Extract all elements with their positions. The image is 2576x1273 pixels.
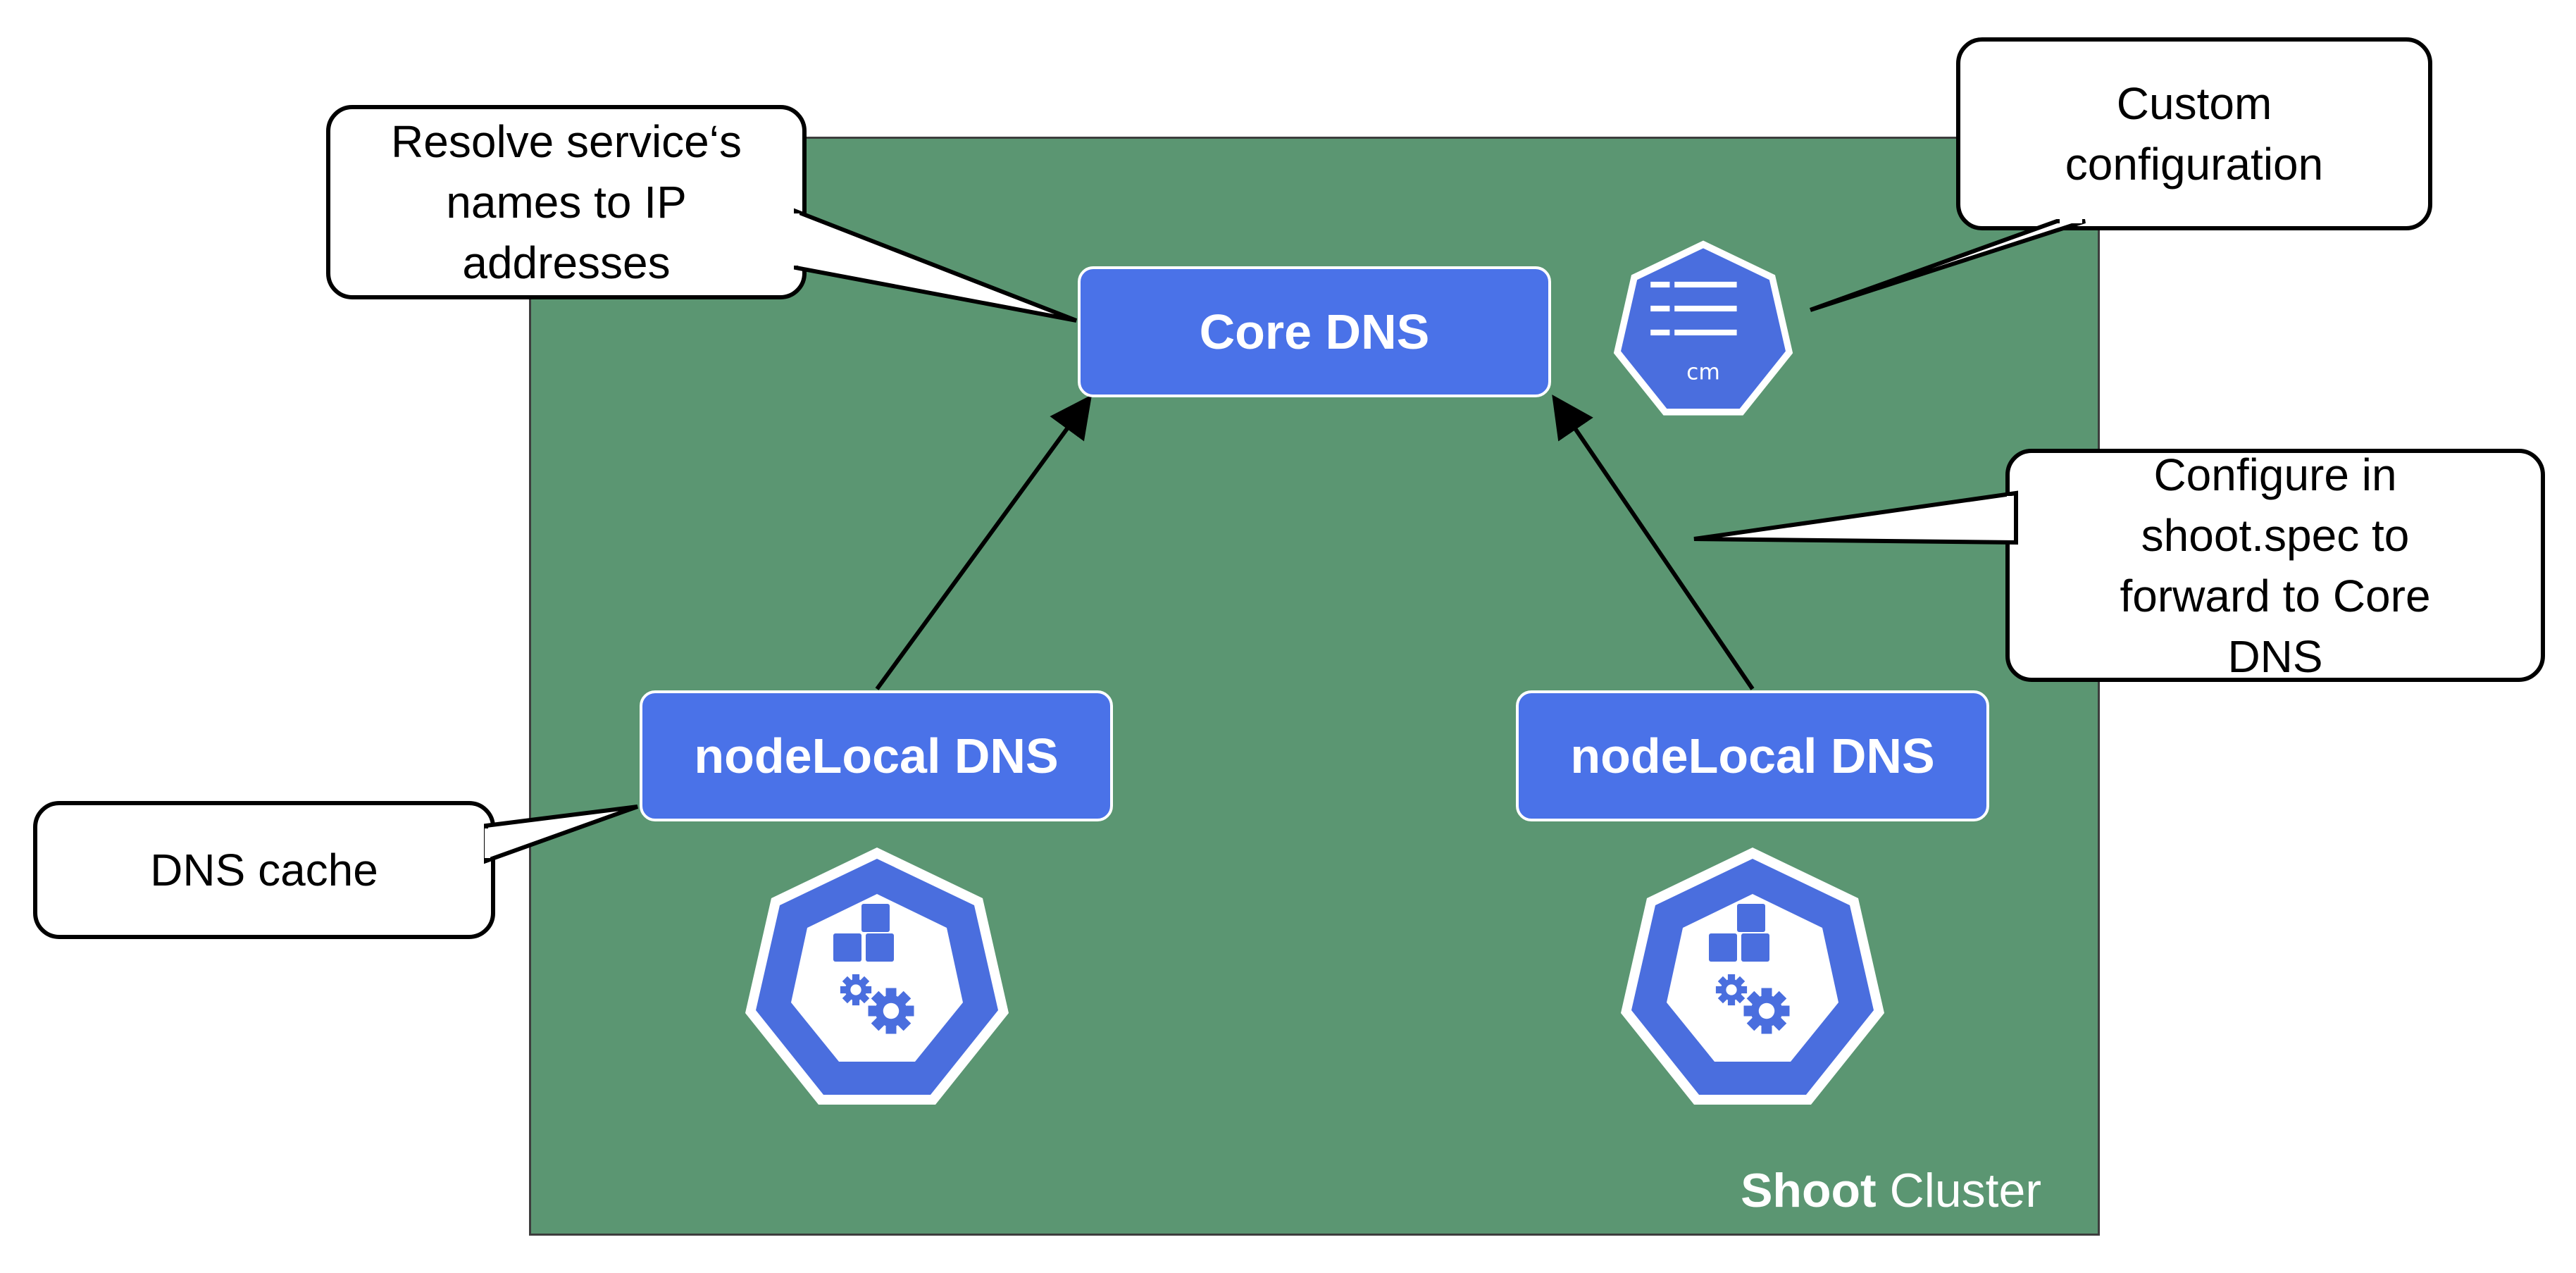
callout-custom: Custom configuration — [2065, 78, 2324, 190]
callout-custom-shape — [1809, 37, 2432, 312]
cluster-label-rest: Cluster — [1889, 1164, 2041, 1217]
callout-configure: Configure in shoot.spec to forward to Co… — [2120, 449, 2431, 682]
callout-cache-shape — [33, 801, 639, 939]
callout-resolve: Resolve service‘s names to IP addresses — [391, 116, 742, 288]
core-dns-node: Core DNS — [1078, 266, 1551, 397]
pod-icon-left — [745, 847, 1009, 1105]
callout-configure-shape — [1693, 449, 2545, 682]
configmap-icon-label: cm — [1686, 360, 1720, 385]
callout-resolve-shape — [326, 105, 1078, 323]
cluster-label: Shoot Cluster — [1741, 1163, 2041, 1218]
callout-cache: DNS cache — [150, 845, 378, 895]
nodelocal-dns-node-left: nodeLocal DNS — [640, 690, 1113, 821]
arrow-right-to-core — [1552, 395, 1755, 690]
pod-icon-right — [1621, 847, 1884, 1105]
cluster-label-strong: Shoot — [1741, 1164, 1877, 1217]
configmap-icon: cm — [1613, 240, 1793, 416]
arrow-left-to-core — [875, 395, 1093, 690]
nodelocal-dns-node-right: nodeLocal DNS — [1516, 690, 1989, 821]
